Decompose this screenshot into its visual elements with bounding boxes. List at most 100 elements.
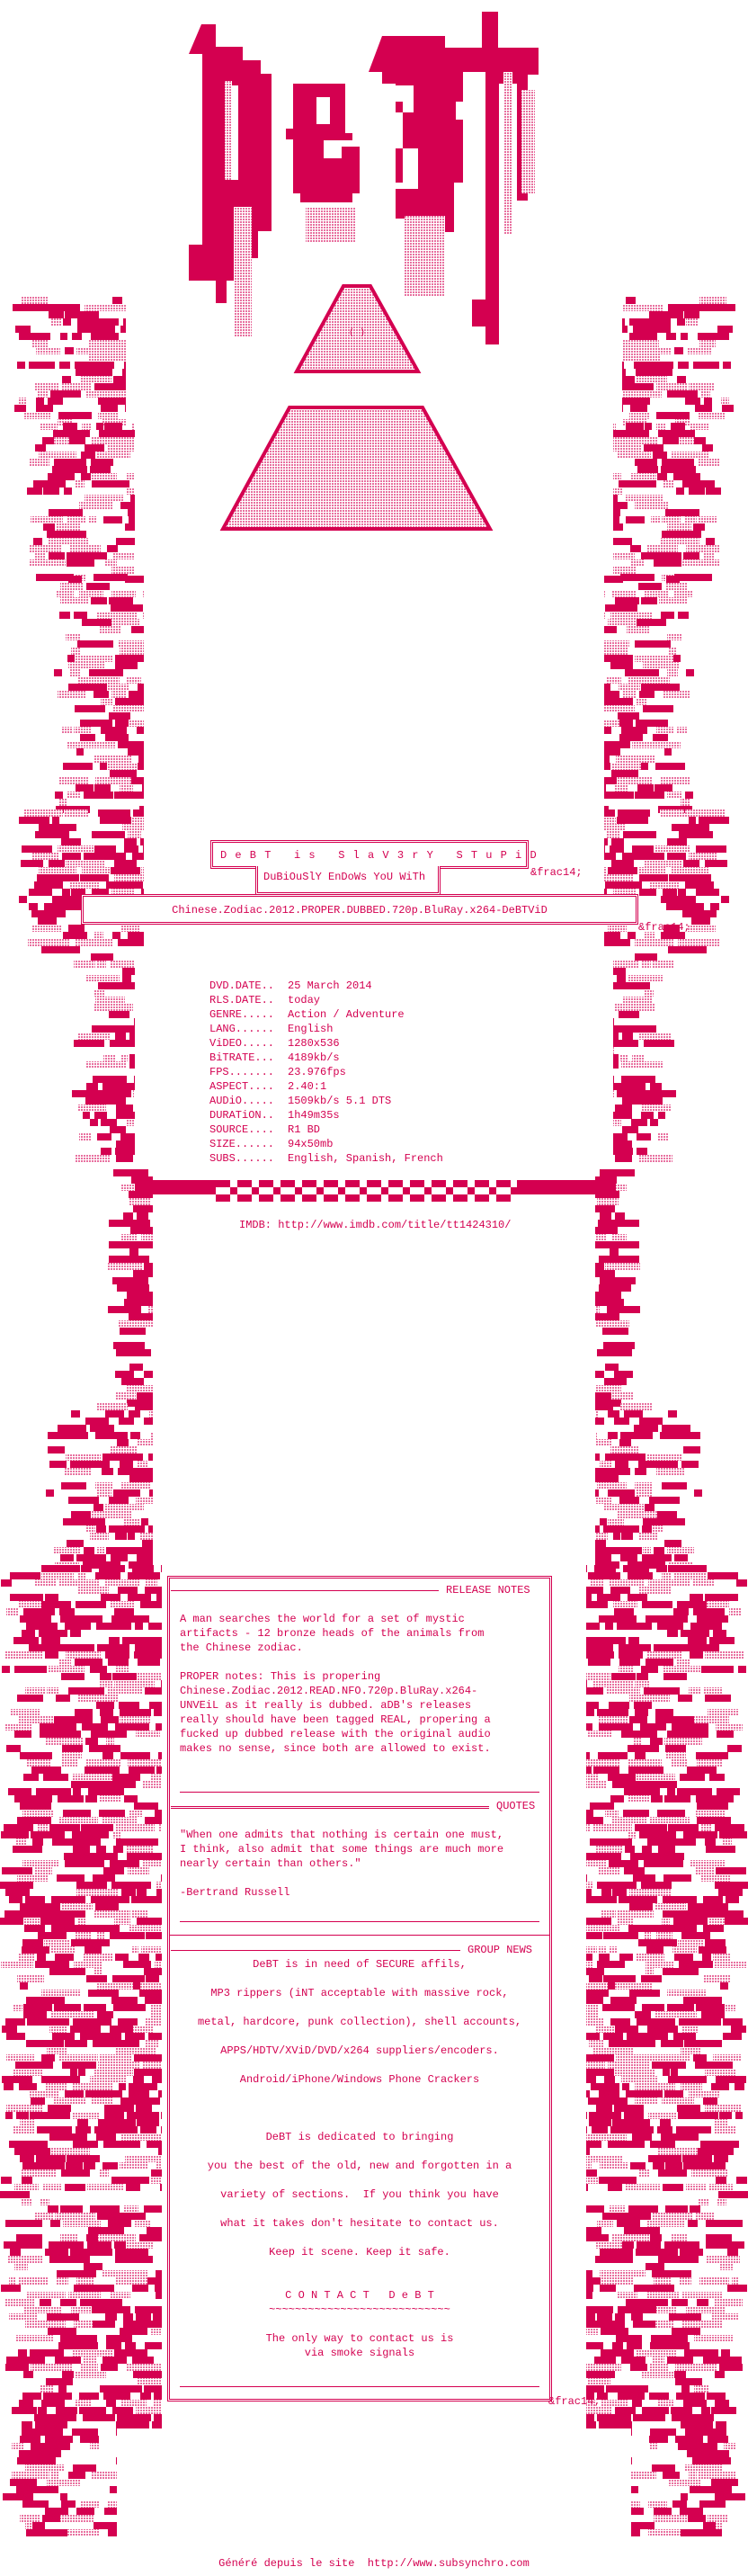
art-block [60, 597, 89, 604]
art-block [86, 1759, 120, 1767]
art-block [696, 1795, 734, 1802]
info-label: BiTRATE... [209, 1051, 275, 1064]
art-block [17, 1695, 43, 1702]
art-block [708, 2515, 728, 2522]
art-block [113, 1169, 148, 1176]
art-block [84, 1547, 94, 1554]
art-block [709, 2184, 734, 2191]
art-block [79, 1133, 91, 1140]
art-block [51, 516, 63, 523]
art-block [629, 333, 657, 340]
art-block [656, 412, 690, 419]
art-block [633, 326, 671, 333]
art-block [97, 1644, 129, 1651]
release-notes-line: artifacts - 12 bronze heads of the anima… [180, 1627, 485, 1640]
art-block [57, 1874, 85, 1882]
art-block [91, 333, 119, 340]
art-block [681, 1932, 710, 1939]
art-block [586, 2148, 590, 2155]
art-block [595, 2241, 622, 2249]
art-block [615, 2313, 625, 2321]
art-block [704, 1975, 731, 1982]
art-block [115, 2249, 138, 2256]
art-block [628, 1572, 653, 1579]
release-notes-line: really should have been tagged REAL, pro… [180, 1713, 491, 1726]
art-block [682, 2155, 712, 2162]
art-block [101, 1119, 117, 1126]
art-block [656, 423, 666, 430]
art-block [586, 1997, 603, 2004]
art-block [151, 2169, 162, 2177]
art-block [637, 1673, 648, 1680]
art-block [657, 1133, 669, 1140]
art-block [669, 874, 711, 881]
side-ornaments [0, 297, 748, 2536]
art-block [113, 2270, 148, 2277]
art-block [594, 1565, 616, 1572]
art-block [58, 691, 85, 698]
art-block [22, 2198, 31, 2205]
art-block [67, 2529, 100, 2536]
art-block [635, 502, 669, 509]
art-block [636, 369, 672, 376]
quote-line: I think, also admit that some things are… [180, 1843, 504, 1856]
art-block [62, 853, 81, 860]
art-block [112, 1673, 137, 1680]
art-block [115, 662, 138, 669]
art-block [67, 792, 81, 799]
art-block [98, 412, 119, 419]
art-block [58, 845, 94, 853]
checker-block [252, 1187, 259, 1194]
art-block [123, 1961, 151, 1968]
checker-block [496, 1194, 511, 1202]
art-block [604, 932, 620, 939]
art-block [586, 1702, 599, 1709]
section-rule [171, 1950, 460, 1951]
art-block [662, 459, 694, 466]
art-block [34, 552, 45, 559]
art-block [611, 1234, 627, 1241]
art-block [120, 1054, 128, 1061]
art-block [64, 487, 72, 495]
art-block [61, 2169, 90, 2177]
art-block [706, 2220, 743, 2227]
art-block [635, 2270, 646, 2277]
art-block [55, 792, 63, 799]
art-block [716, 2076, 746, 2083]
art-block [133, 1982, 140, 1990]
art-block [653, 734, 668, 741]
art-block [703, 1896, 723, 1903]
art-block [71, 1410, 80, 1418]
art-block [22, 845, 52, 853]
art-block [29, 1644, 67, 1651]
art-block [683, 552, 699, 559]
art-block [120, 326, 126, 333]
group-news-line: variety of sections. If you think you ha… [220, 2188, 499, 2201]
art-block [22, 2177, 32, 2184]
art-block [137, 727, 144, 734]
art-block [595, 1453, 600, 1461]
art-block [715, 1824, 744, 1831]
art-block [689, 2472, 697, 2479]
art-block [53, 430, 90, 437]
art-block [668, 304, 708, 311]
art-block [586, 1817, 603, 1824]
art-block [129, 2083, 157, 2090]
art-block [693, 523, 705, 531]
art-block [125, 523, 135, 531]
art-block [20, 1982, 28, 1990]
art-block [653, 2162, 664, 2169]
art-block [47, 531, 86, 538]
imdb-link[interactable]: IMDB: http://www.imdb.com/title/tt142431… [239, 1219, 512, 1231]
art-block [619, 2040, 655, 2047]
art-block [19, 398, 27, 405]
art-block [70, 2069, 77, 2076]
art-block [615, 1461, 628, 1468]
art-block [104, 559, 117, 567]
art-block [632, 2400, 642, 2407]
art-block [129, 691, 144, 698]
art-block [85, 1946, 102, 1954]
art-block [595, 1241, 600, 1248]
art-block [40, 1731, 81, 1738]
art-block [35, 444, 46, 452]
